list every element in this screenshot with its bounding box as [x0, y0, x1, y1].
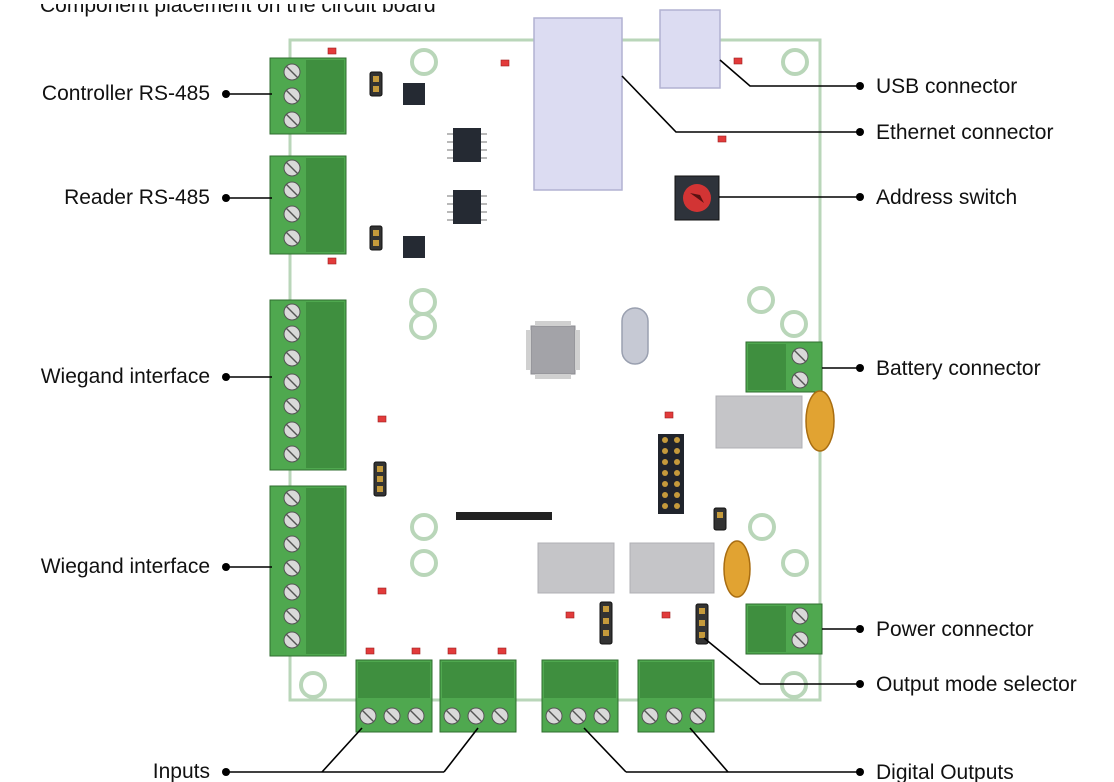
usb-connector	[659, 9, 721, 89]
terminal-inputs-2	[439, 659, 517, 733]
relay-output-1	[537, 542, 615, 594]
svg-text:Address switch: Address switch	[876, 186, 1017, 209]
terminal-outputs-1	[541, 659, 619, 733]
label-digital-outputs: Digital Outputs	[583, 727, 1014, 782]
flat-connector	[456, 512, 552, 520]
svg-text:Wiegand interface: Wiegand interface	[41, 555, 210, 578]
capacitor-output	[723, 540, 751, 598]
svg-text:Output mode selector: Output mode selector	[876, 673, 1077, 696]
label-wiegand-interface-1: Wiegand interface	[41, 365, 272, 388]
relay-output-2	[629, 542, 715, 594]
svg-text:Reader RS-485: Reader RS-485	[64, 186, 210, 209]
jumpers	[369, 71, 727, 645]
label-output-mode-selector: Output mode selector	[703, 637, 1077, 696]
small-chips	[403, 83, 487, 258]
terminal-outputs-2	[637, 659, 715, 733]
mounting-holes	[299, 48, 809, 699]
label-inputs: Inputs	[153, 727, 479, 782]
label-usb-connector: USB connector	[719, 59, 1017, 98]
label-address-switch: Address switch	[719, 186, 1017, 209]
terminal-battery	[745, 341, 823, 393]
svg-text:Ethernet connector: Ethernet connector	[876, 121, 1053, 144]
svg-text:Power connector: Power connector	[876, 618, 1034, 641]
svg-text:Battery connector: Battery connector	[876, 357, 1041, 380]
ethernet-connector	[533, 17, 623, 191]
label-reader-rs485: Reader RS-485	[64, 186, 272, 209]
terminal-controller-rs485	[269, 57, 347, 135]
svg-text:Inputs: Inputs	[153, 760, 210, 782]
label-wiegand-interface-2: Wiegand interface	[41, 555, 272, 578]
label-power-connector: Power connector	[822, 618, 1034, 641]
svg-text:USB connector: USB connector	[876, 75, 1017, 98]
capacitor-battery	[805, 390, 835, 452]
label-battery-connector: Battery connector	[822, 357, 1041, 380]
crystal	[621, 307, 649, 365]
header-text: Component placement on the circuit board	[40, 0, 436, 17]
label-controller-rs485: Controller RS-485	[42, 82, 272, 105]
microcontroller	[526, 321, 580, 379]
terminal-reader-rs485	[269, 155, 347, 255]
svg-text:Wiegand interface: Wiegand interface	[41, 365, 210, 388]
svg-text:Controller RS-485: Controller RS-485	[42, 82, 210, 105]
terminal-inputs-1	[355, 659, 433, 733]
terminal-power	[745, 603, 823, 655]
pin-header	[658, 434, 684, 514]
svg-text:Digital Outputs: Digital Outputs	[876, 761, 1014, 782]
status-leds	[327, 47, 743, 655]
label-ethernet-connector: Ethernet connector	[621, 75, 1053, 144]
address-switch	[674, 175, 720, 221]
relay-battery	[715, 395, 803, 449]
terminal-wiegand-2	[269, 485, 347, 657]
terminal-wiegand-1	[269, 299, 347, 471]
